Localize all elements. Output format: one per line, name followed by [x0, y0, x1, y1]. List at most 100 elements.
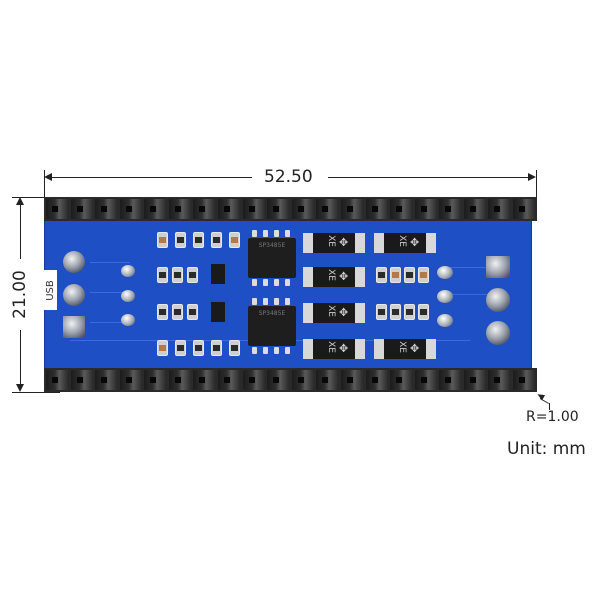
usb-silkscreen-label: USB: [43, 270, 57, 310]
resistor: [175, 232, 186, 248]
ic-pin: [274, 279, 279, 286]
pcb-trace: [445, 294, 495, 295]
ic-pin: [263, 298, 268, 305]
width-arrow-right-icon: [528, 173, 536, 181]
header-pin: [70, 199, 93, 219]
resistor: [172, 267, 183, 283]
via-pad: [437, 314, 453, 327]
radius-leader-line-vertical: [549, 403, 550, 410]
diode-symbol-icon: ✥: [410, 342, 420, 355]
ic-pin: [274, 347, 279, 354]
right-connector-square-pad: [486, 256, 510, 278]
via-pad: [121, 290, 135, 302]
left-connector-square-pad: [63, 316, 85, 338]
via-pad: [437, 290, 453, 303]
resistor: [211, 340, 222, 356]
right-connector-pad: [486, 321, 510, 345]
diode-symbol-icon: ✥: [410, 236, 420, 249]
diode-symbol-icon: ✥: [339, 342, 349, 355]
tvs-diode: XE✥: [374, 233, 436, 253]
resistor: [172, 304, 183, 320]
header-pin: [390, 370, 413, 390]
header-pin: [242, 199, 265, 219]
tvs-diode: XE✥: [303, 339, 365, 359]
resistor: [187, 304, 198, 320]
width-dimension-left-extension: [44, 170, 45, 198]
header-pin: [46, 199, 68, 219]
ic-pin: [285, 279, 290, 286]
ic-pin: [263, 230, 268, 237]
height-dimension-top-extension: [12, 197, 60, 198]
pcb-trace: [90, 262, 130, 263]
radius-arrow-icon: [535, 391, 546, 401]
transistor: [211, 302, 225, 322]
header-pin: [340, 370, 363, 390]
top-pin-header: [44, 197, 537, 221]
header-pin: [414, 370, 437, 390]
height-dimension-bottom-extension: [12, 392, 60, 393]
height-dimension-line-top: [20, 199, 21, 259]
header-pin: [488, 199, 511, 219]
header-pin: [488, 370, 511, 390]
width-arrow-left-icon: [44, 173, 52, 181]
width-dimension-label: 52.50: [264, 167, 313, 187]
header-pin: [463, 370, 486, 390]
pcb-trace: [90, 322, 130, 323]
resistor: [193, 340, 204, 356]
tvs-diode: XE✥: [303, 303, 365, 323]
capacitor: [157, 232, 168, 248]
ic-pin: [263, 347, 268, 354]
via-pad: [437, 266, 453, 279]
resistor: [187, 267, 198, 283]
resistor: [229, 340, 240, 356]
resistor: [404, 267, 415, 283]
header-pin: [119, 370, 142, 390]
transceiver-ic-bottom: SP3485E: [248, 306, 296, 346]
header-pin: [193, 370, 216, 390]
resistor: [193, 232, 204, 248]
ic-pin: [285, 347, 290, 354]
resistor: [211, 232, 222, 248]
ic-pin: [285, 230, 290, 237]
bottom-pin-header: [44, 368, 537, 392]
header-pin: [95, 370, 118, 390]
diode-symbol-icon: ✥: [339, 270, 349, 283]
header-pin: [144, 199, 167, 219]
header-pin: [291, 370, 314, 390]
resistor: [418, 304, 429, 320]
header-pin: [46, 370, 68, 390]
header-pin: [95, 199, 118, 219]
resistor: [157, 304, 168, 320]
header-pin: [414, 199, 437, 219]
capacitor: [157, 340, 168, 356]
header-pin: [267, 199, 290, 219]
tvs-diode: XE✥: [303, 267, 365, 287]
transceiver-ic-top: SP3485E: [248, 238, 296, 278]
pcb-trace: [90, 292, 130, 293]
capacitor: [390, 267, 401, 283]
height-dimension-label: 21.00: [9, 270, 30, 319]
header-pin: [193, 199, 216, 219]
header-pin: [144, 370, 167, 390]
right-connector-pad: [486, 288, 510, 312]
tvs-diode: XE✥: [374, 339, 436, 359]
transistor: [211, 264, 225, 284]
corner-radius-label: R=1.00: [526, 409, 579, 425]
ic-pin: [252, 298, 257, 305]
tvs-diode: XE✥: [303, 233, 365, 253]
ic-pin: [252, 279, 257, 286]
header-pin: [512, 199, 535, 219]
capacitor: [418, 267, 429, 283]
height-dimension-line-bottom: [20, 330, 21, 390]
header-pin: [463, 199, 486, 219]
header-pin: [218, 370, 241, 390]
left-connector-pad: [63, 251, 85, 273]
via-pad: [121, 314, 135, 326]
header-pin: [365, 370, 388, 390]
resistor: [376, 304, 387, 320]
ic-pin: [252, 347, 257, 354]
header-pin: [218, 199, 241, 219]
header-pin: [390, 199, 413, 219]
resistor: [390, 304, 401, 320]
header-pin: [168, 370, 191, 390]
